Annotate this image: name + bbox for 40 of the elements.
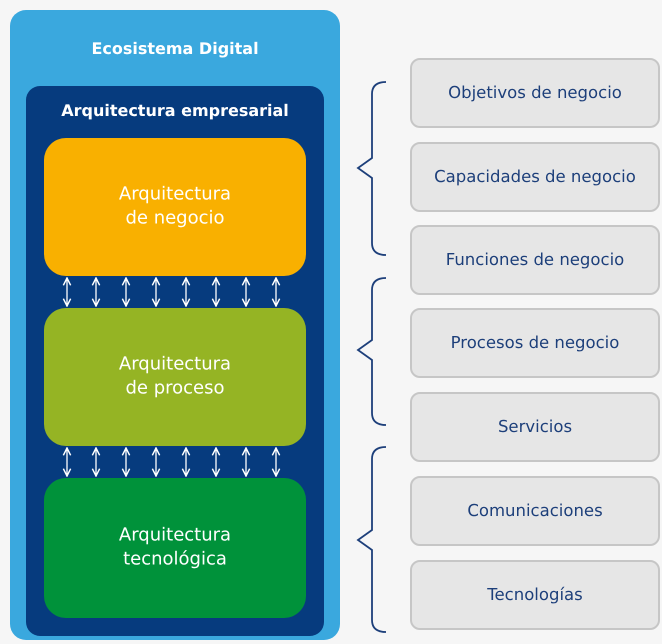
double-arrow [242, 447, 250, 477]
label-box [410, 476, 660, 546]
double-arrow [92, 277, 100, 307]
label-box [410, 308, 660, 378]
double-arrow [212, 277, 220, 307]
node-label: Comunicaciones [467, 500, 603, 522]
double-arrow [182, 447, 190, 477]
process-box [44, 478, 306, 618]
double-arrow [272, 447, 280, 477]
label-box [410, 560, 660, 630]
double-arrow [122, 447, 130, 477]
double-arrow [62, 447, 72, 477]
double-arrow [92, 447, 100, 477]
double-arrow [212, 447, 220, 477]
outer-panel [10, 10, 340, 640]
double-arrow [152, 447, 160, 477]
label-box [410, 58, 660, 128]
process-box [44, 308, 306, 446]
node-label: Servicios [498, 416, 572, 438]
panel-title: Ecosistema Digital [91, 38, 259, 60]
process-box [44, 138, 306, 276]
double-arrow [272, 277, 280, 307]
node-label: Procesos de negocio [450, 332, 620, 354]
panel-title: Arquitectura empresarial [61, 100, 289, 122]
node-label: Arquitectura tecnológica [118, 524, 232, 572]
node-label: Arquitectura de proceso [118, 352, 232, 401]
node-label: Tecnologías [487, 584, 583, 606]
double-arrow [242, 277, 250, 307]
label-box [410, 225, 660, 295]
double-arrow [122, 277, 130, 307]
node-label: Capacidades de negocio [434, 166, 636, 188]
node-label: Funciones de negocio [446, 248, 624, 271]
double-arrow [152, 277, 160, 307]
inner-panel [26, 86, 324, 636]
node-label: Objetivos de negocio [448, 82, 622, 104]
double-arrow [182, 277, 190, 307]
double-arrow [62, 277, 72, 307]
label-box [410, 392, 660, 462]
node-label: Arquitectura de negocio [118, 182, 232, 231]
label-box [410, 142, 660, 212]
